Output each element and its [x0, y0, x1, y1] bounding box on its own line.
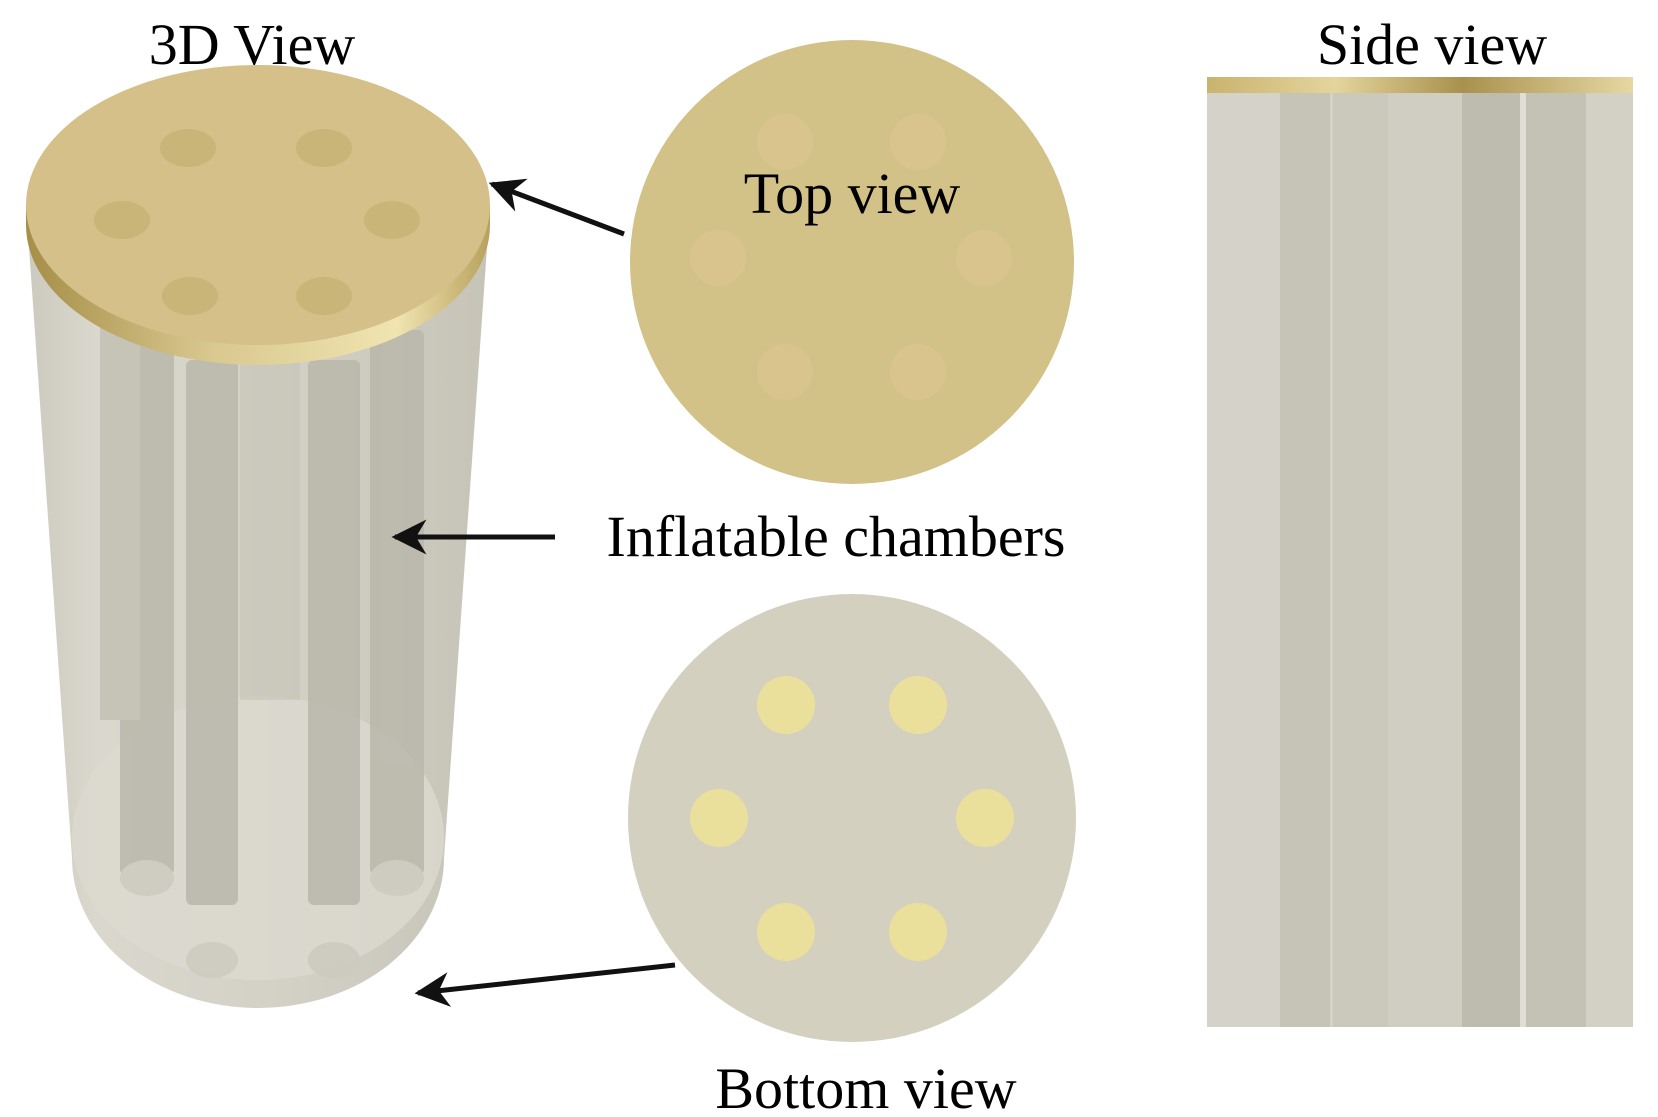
- label-side-view: Side view: [1317, 12, 1547, 77]
- arrow-bottom-view: [414, 962, 676, 1007]
- cap-top: [26, 65, 490, 345]
- bottom-view-holes: [690, 676, 1014, 961]
- side-view-cap: [1207, 77, 1633, 93]
- internal-chambers: [100, 300, 424, 978]
- arrow-top-view: [488, 178, 625, 237]
- label-top-view: Top view: [744, 161, 961, 226]
- label-3d-view: 3D View: [149, 12, 356, 77]
- label-bottom-view: Bottom view: [715, 1056, 1016, 1117]
- bottom-view-disk: [628, 594, 1076, 1042]
- label-inflatable-chambers: Inflatable chambers: [607, 504, 1066, 569]
- arrows: [391, 178, 676, 1007]
- top-view-holes: [690, 114, 1012, 400]
- side-view: [1207, 77, 1633, 1027]
- cap-holes: [94, 129, 420, 315]
- cylinder-3d-view: [26, 65, 490, 1008]
- top-view-disk: [630, 40, 1074, 484]
